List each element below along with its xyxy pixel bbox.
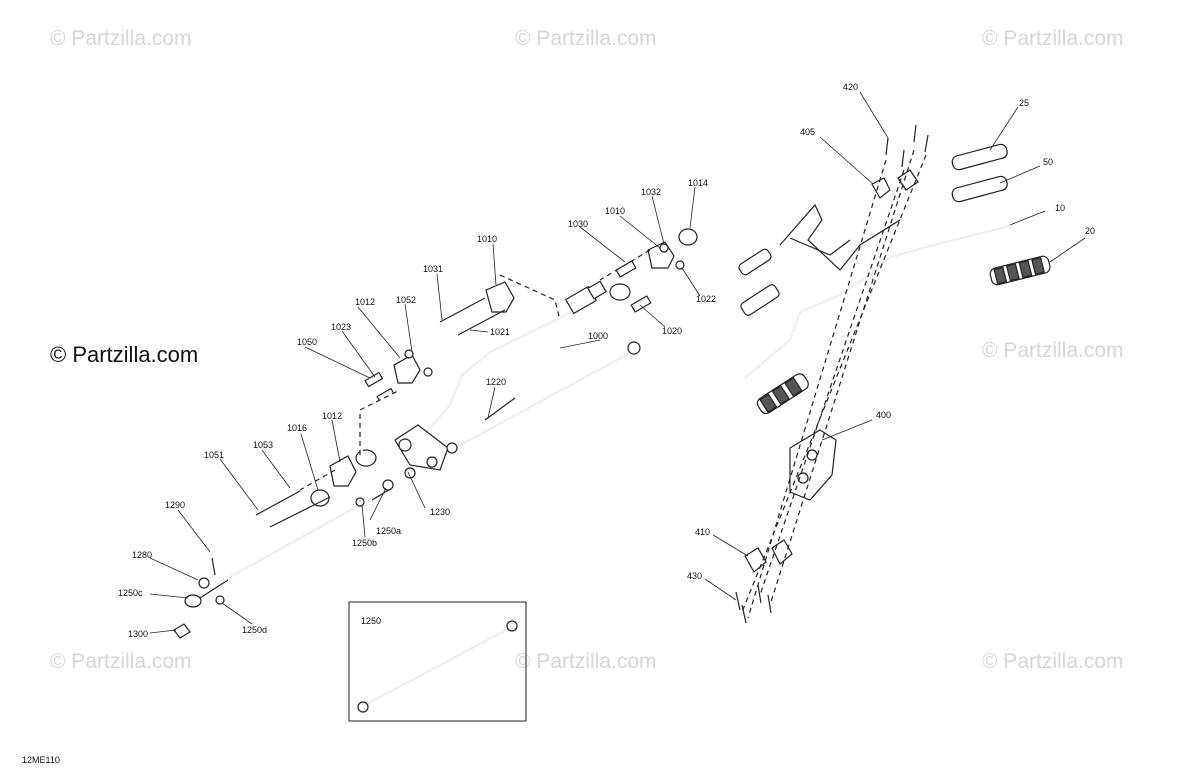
label-1053: 1053	[253, 440, 273, 450]
label-1250b: 1250b	[352, 538, 377, 548]
label-1023: 1023	[331, 322, 351, 332]
watermark: © Partzilla.com	[515, 650, 657, 673]
label-1050: 1050	[297, 337, 317, 347]
label-1250d: 1250d	[242, 625, 267, 635]
watermarks: © Partzilla.com © Partzilla.com © Partzi…	[50, 27, 1124, 673]
part-labels: 10 20 25 50 400 405 410 420 430 1000 101…	[22, 82, 1095, 765]
label-1014: 1014	[688, 178, 708, 188]
watermark: © Partzilla.com	[982, 650, 1124, 673]
label-1032: 1032	[641, 187, 661, 197]
label-420: 420	[843, 82, 858, 92]
label-1052: 1052	[396, 295, 416, 305]
label-1031: 1031	[423, 264, 443, 274]
label-1020: 1020	[662, 326, 682, 336]
label-430: 430	[687, 571, 702, 581]
label-1000: 1000	[588, 331, 608, 341]
handlebar-assembly	[735, 124, 1051, 624]
label-1051: 1051	[204, 450, 224, 460]
label-1250c: 1250c	[118, 588, 143, 598]
label-1021: 1021	[490, 327, 510, 337]
steering-column-assembly	[173, 228, 698, 639]
label-1030: 1030	[568, 219, 588, 229]
label-20: 20	[1085, 226, 1095, 236]
label-1022: 1022	[696, 294, 716, 304]
watermark-main: © Partzilla.com	[50, 342, 198, 367]
watermark: © Partzilla.com	[982, 27, 1124, 50]
label-1230: 1230	[430, 507, 450, 517]
label-405: 405	[800, 127, 815, 137]
watermark: © Partzilla.com	[50, 650, 192, 673]
label-1290: 1290	[165, 500, 185, 510]
watermark: © Partzilla.com	[515, 27, 657, 50]
label-400: 400	[876, 410, 891, 420]
label-1280: 1280	[132, 550, 152, 560]
label-25: 25	[1019, 98, 1029, 108]
label-1010: 1010	[477, 234, 497, 244]
leader-lines	[149, 91, 1086, 634]
diagram-code: 12ME110	[22, 755, 60, 765]
watermark: © Partzilla.com	[50, 27, 192, 50]
label-1250a: 1250a	[376, 526, 401, 536]
label-50: 50	[1043, 157, 1053, 167]
label-1012: 1012	[322, 411, 342, 421]
label-410: 410	[695, 527, 710, 537]
watermark: © Partzilla.com	[982, 339, 1124, 362]
label-1012: 1012	[355, 297, 375, 307]
label-1300: 1300	[128, 629, 148, 639]
label-1010: 1010	[605, 206, 625, 216]
label-1220: 1220	[486, 377, 506, 387]
label-10: 10	[1055, 203, 1065, 213]
label-1250: 1250	[361, 616, 381, 626]
inset-1250	[348, 601, 527, 722]
label-1016: 1016	[287, 423, 307, 433]
